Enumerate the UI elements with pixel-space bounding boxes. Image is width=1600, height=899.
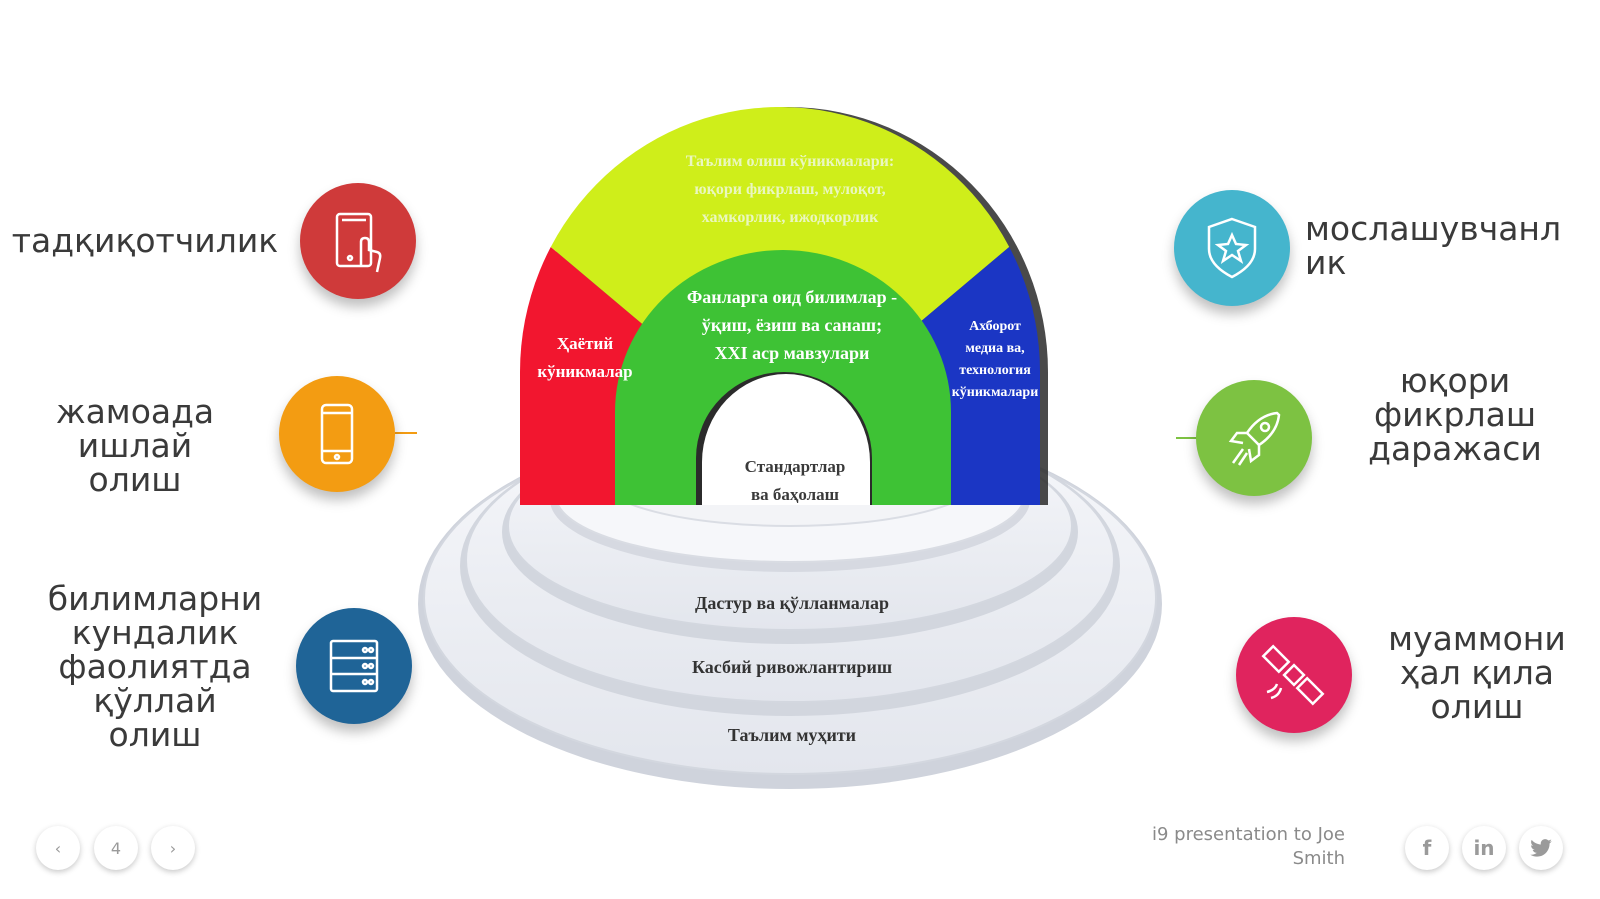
right-label-adaptability: мослашувчанл ик (1305, 209, 1562, 282)
shield-star-icon (1207, 217, 1257, 279)
twitter-button[interactable] (1519, 826, 1563, 870)
right-label-problem-solving: муаммони ҳал қила олиш (1388, 619, 1566, 726)
presentation-credit: i9 presentation to Joe Smith (1151, 824, 1345, 869)
facebook-button[interactable]: f (1405, 826, 1449, 870)
twitter-icon (1530, 839, 1552, 857)
facebook-icon: f (1422, 836, 1432, 860)
linkedin-button[interactable]: in (1462, 826, 1506, 870)
left-label-apply-knowledge: билимларни кундалик фаолиятда қўллай оли… (47, 579, 263, 754)
page-number: 4 (94, 826, 138, 870)
arch-text-learning-skills: Таълим олиш кўникмалари:юқори фикрлаш, м… (686, 153, 894, 226)
right-circle-adaptability[interactable] (1174, 190, 1290, 306)
left-circle-teamwork[interactable] (279, 376, 395, 492)
arch-text-core-subjects: Фанларга оид билимлар -ўқиш, ёзиш ва сан… (687, 287, 897, 363)
left-circle-research[interactable] (300, 183, 416, 299)
right-circle-higher-thinking[interactable] (1196, 380, 1312, 496)
rocket-icon (1228, 411, 1281, 466)
right-circle-problem-solving[interactable] (1236, 617, 1352, 733)
base-ring-label-professional-development: Касбий ривожлантириш (692, 657, 892, 677)
right-label-higher-thinking: юқори фикрлаш даражаси (1368, 361, 1542, 468)
left-label-research: тадқиқотчилик (11, 221, 279, 260)
arch-core-standards (702, 374, 870, 505)
server-icon (329, 639, 379, 693)
smartphone-icon (320, 403, 354, 465)
linkedin-icon: in (1473, 836, 1495, 860)
base-ring-label-curriculum: Дастур ва қўлланмалар (695, 593, 889, 613)
left-label-teamwork: жамоада ишлай олиш (55, 392, 215, 499)
left-circle-apply-knowledge[interactable] (296, 608, 412, 724)
satellite-icon (1261, 644, 1325, 706)
tablet-touch-icon (335, 212, 382, 273)
next-slide-button[interactable]: › (151, 826, 195, 870)
base-ring-label-learning-environment: Таълим муҳити (728, 725, 856, 745)
prev-slide-button[interactable]: ‹ (36, 826, 80, 870)
